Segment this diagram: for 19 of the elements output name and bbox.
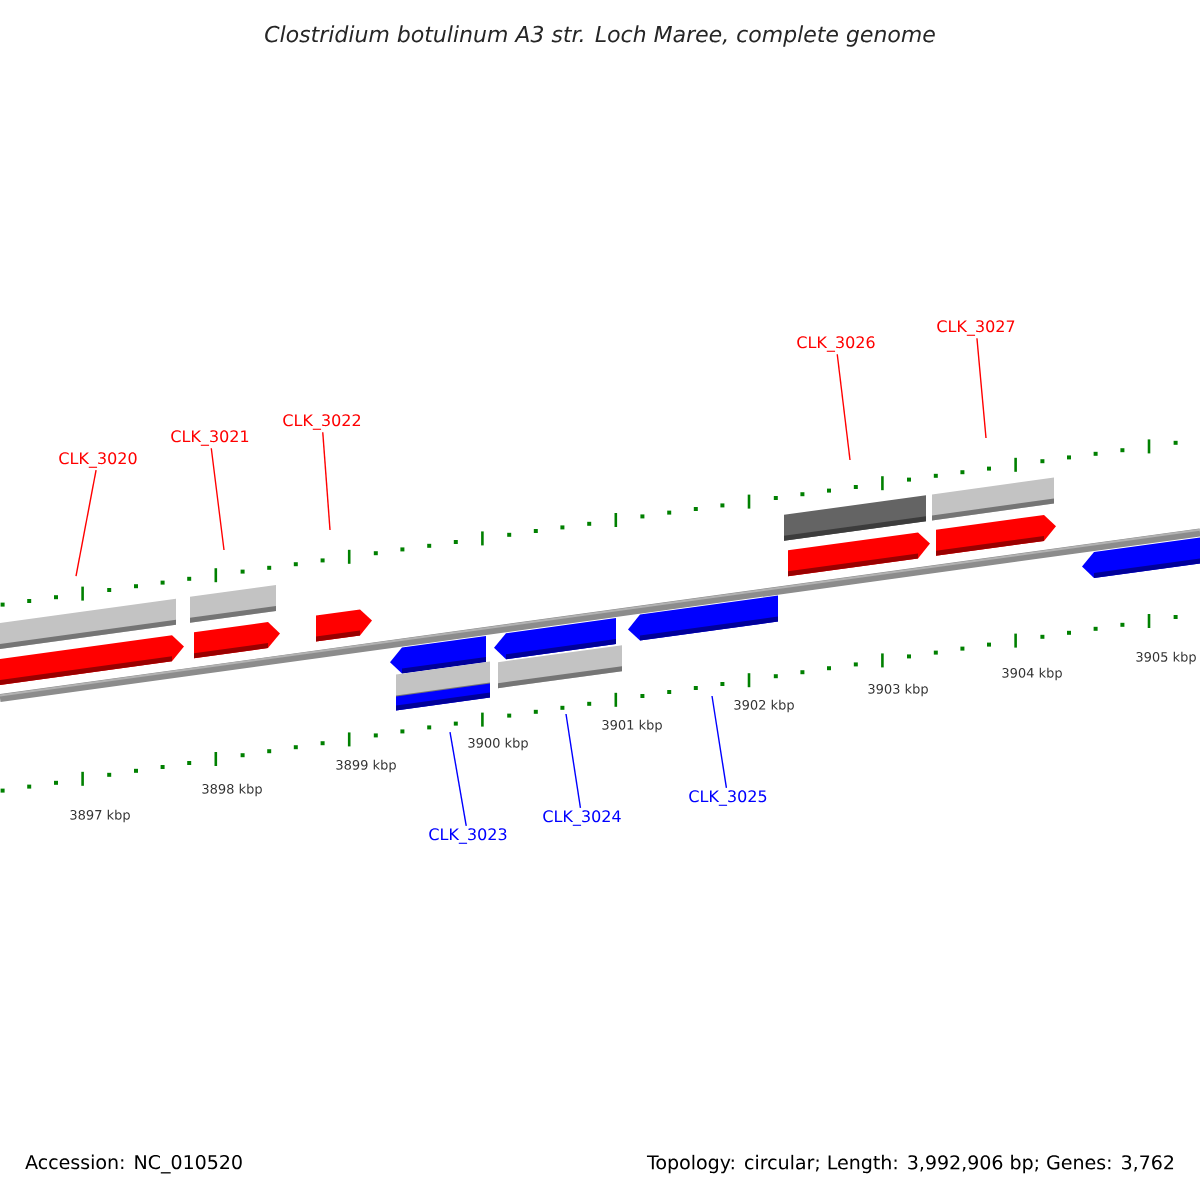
title: Clostridium botulinum A3 str. Loch Maree, complete genome xyxy=(265,25,935,47)
gene-label: CLK_3020 xyxy=(59,452,137,468)
leader-line xyxy=(565,713,582,809)
genome-info-text: Topology: circular; Length: 3,992,906 bp; Genes: 3,762 xyxy=(646,1154,1174,1174)
gene-label: CLK_3021 xyxy=(171,430,249,446)
leader-line xyxy=(322,431,331,531)
gene-label: CLK_3027 xyxy=(937,320,1015,336)
gene-label: CLK_3022 xyxy=(283,414,360,430)
leader-line xyxy=(836,353,851,461)
leader-line xyxy=(976,337,987,439)
leader-line xyxy=(449,731,467,827)
gene-label: CLK_3026 xyxy=(797,336,875,352)
accession-text: Accession: NC_010520 xyxy=(25,1154,242,1174)
gene-label: CLK_3023 xyxy=(429,828,507,844)
gene-label: CLK_3025 xyxy=(689,790,767,806)
leader-line xyxy=(75,469,97,577)
gene-label: CLK_3024 xyxy=(543,810,621,826)
leader-line xyxy=(210,447,225,551)
leader-line xyxy=(711,695,728,789)
